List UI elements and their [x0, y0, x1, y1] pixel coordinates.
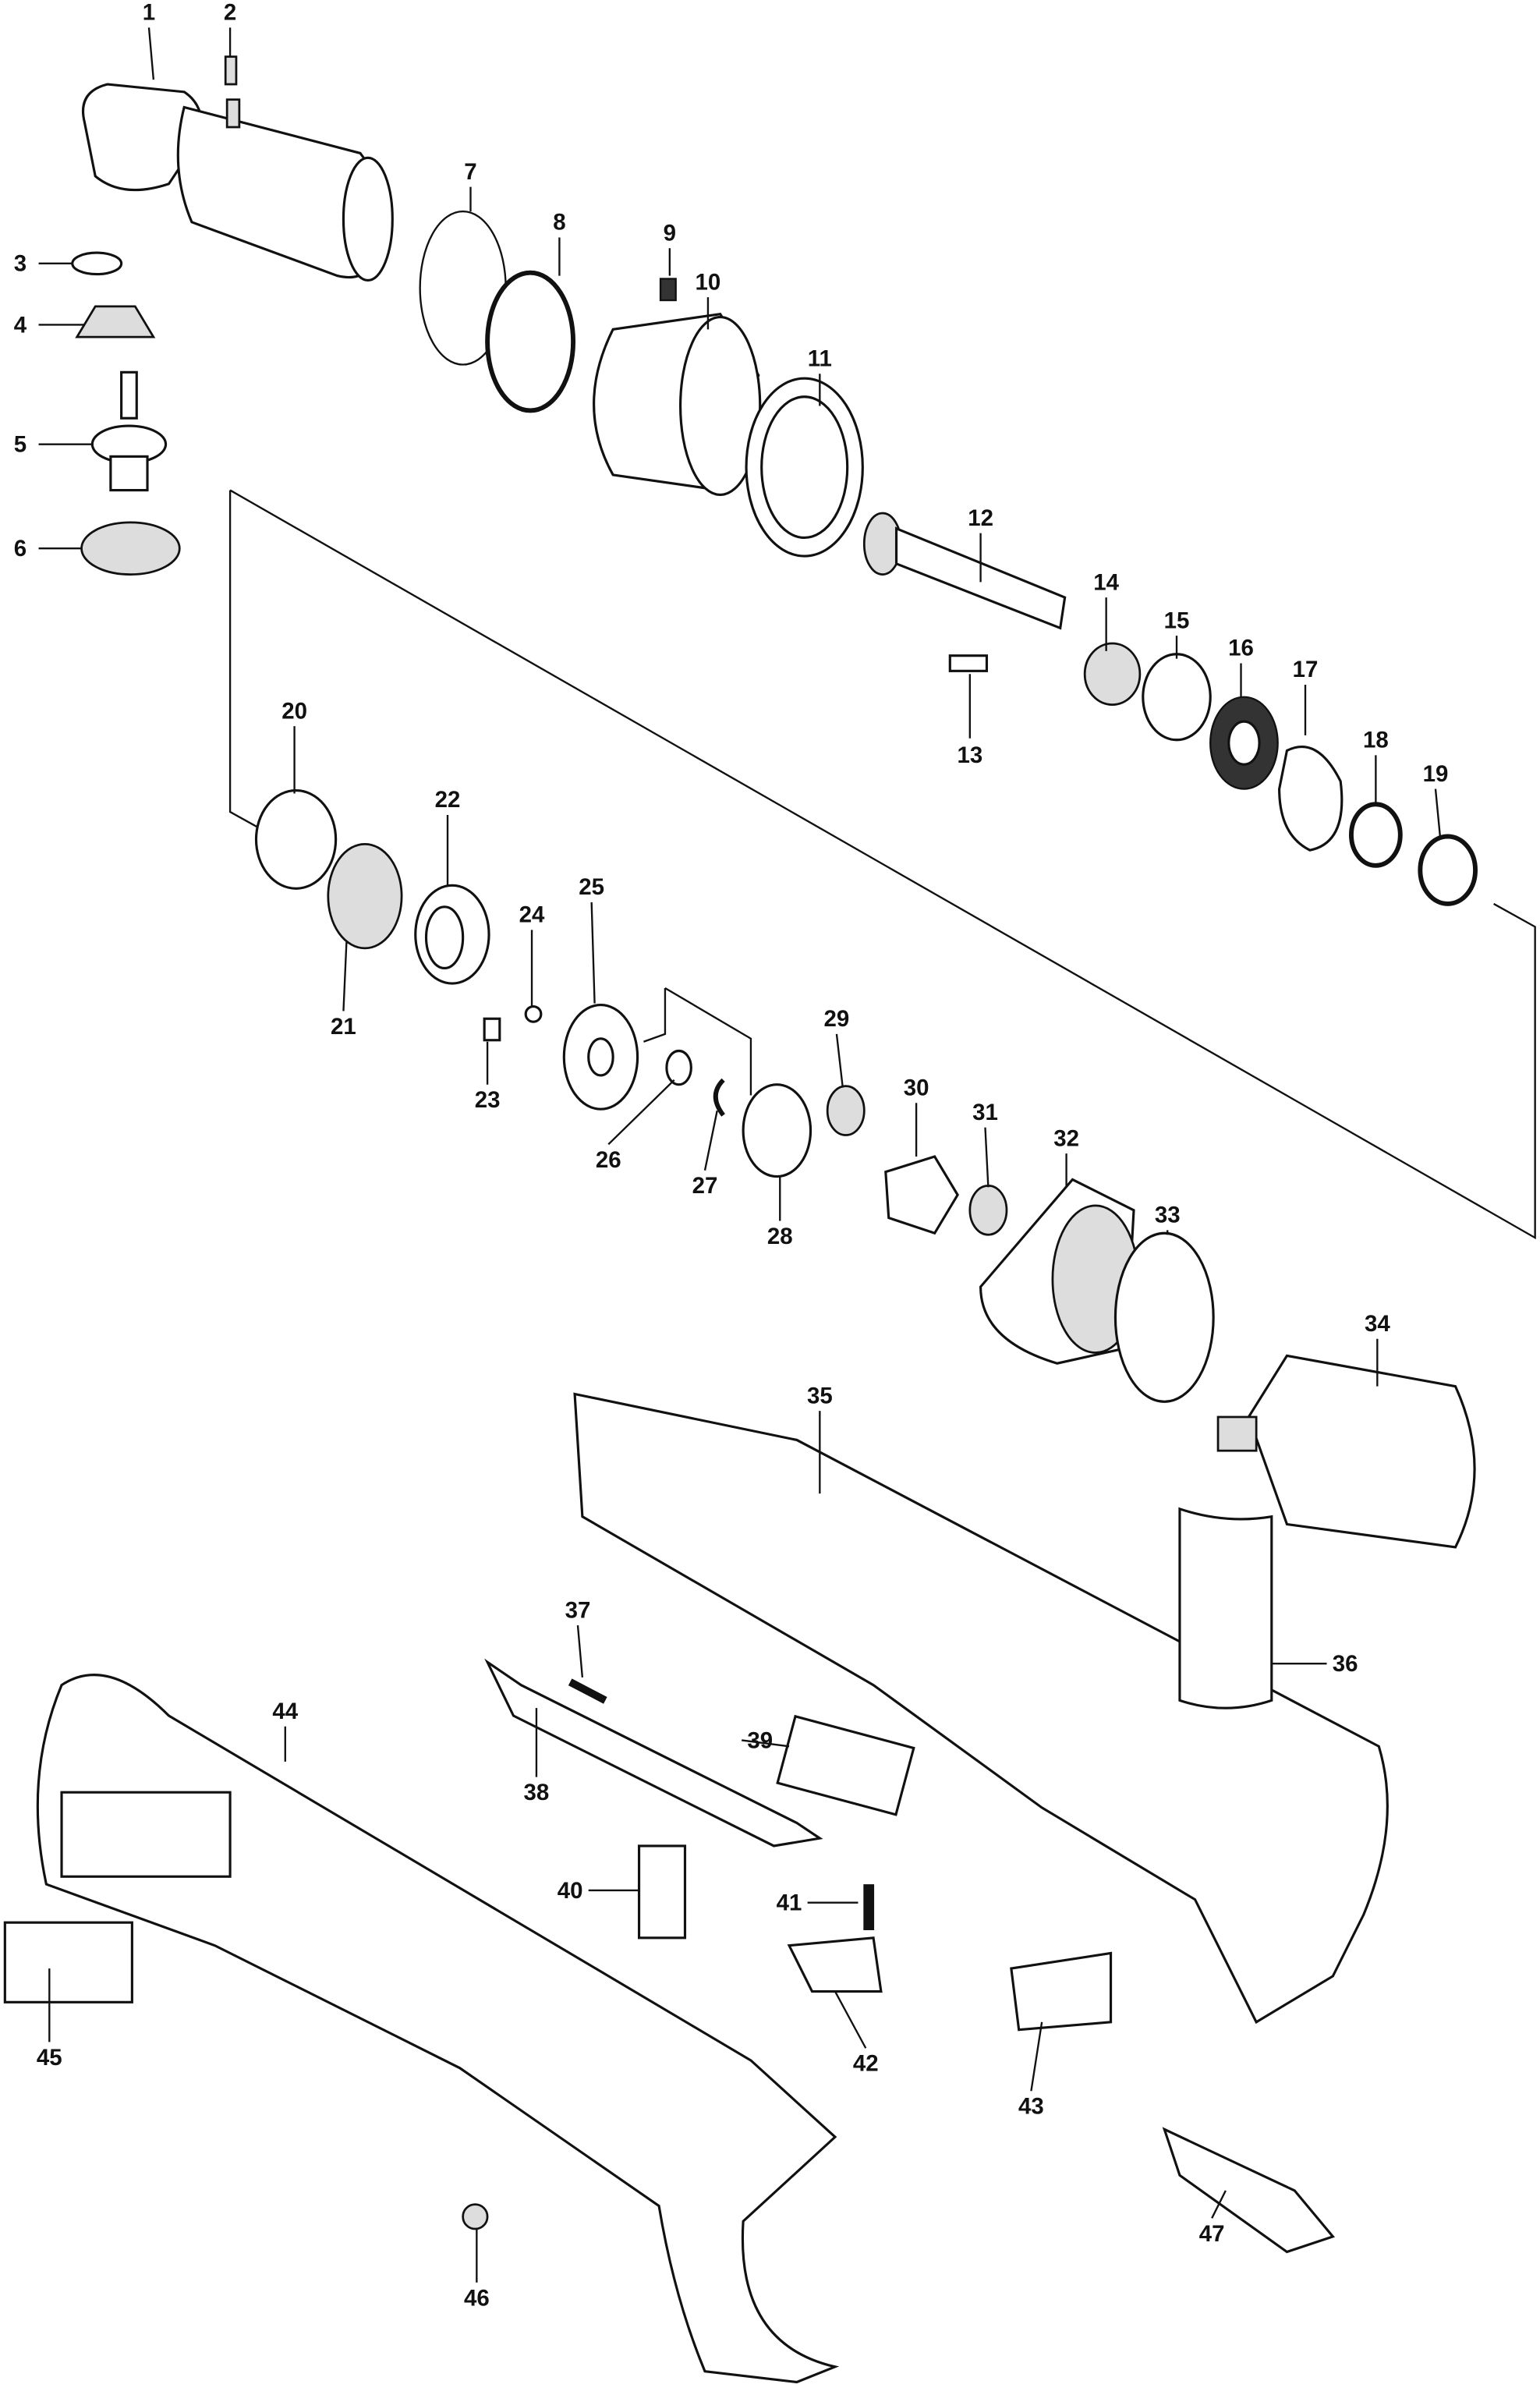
- part-16-ball-bearing-inner: [1227, 720, 1261, 766]
- part-39-switch: [776, 1714, 915, 1816]
- part-21-thrust-bearing: [327, 842, 403, 950]
- part-label-25: 25: [579, 874, 604, 900]
- part-label-39: 39: [747, 1727, 773, 1753]
- part-label-2: 2: [224, 0, 236, 26]
- part-47-clip: [1162, 2127, 1336, 2254]
- part-label-43: 43: [1018, 2094, 1044, 2120]
- part-31-gear: [968, 1184, 1008, 1236]
- part-38-lever: [484, 1658, 823, 1848]
- part-15-washer: [1142, 653, 1212, 742]
- part-label-4: 4: [14, 312, 27, 338]
- part-9-screw: [659, 278, 677, 302]
- part-label-45: 45: [37, 2045, 62, 2071]
- part-label-36: 36: [1333, 1651, 1358, 1677]
- part-43-terminal: [1010, 1951, 1113, 2032]
- part-label-27: 27: [692, 1173, 718, 1199]
- part-45-label: [3, 1921, 133, 2003]
- part-label-11: 11: [808, 345, 832, 371]
- part-label-18: 18: [1363, 728, 1389, 753]
- part-6-bearing: [80, 521, 181, 576]
- part-label-16: 16: [1228, 636, 1254, 661]
- part-label-35: 35: [807, 1383, 833, 1408]
- part-36-label: [1178, 1507, 1273, 1709]
- part-13-key: [948, 654, 989, 672]
- part-2-pin: [224, 55, 238, 86]
- part-label-29: 29: [824, 1006, 850, 1032]
- part-label-9: 9: [664, 220, 676, 246]
- part-10-collar: [593, 312, 762, 497]
- part-label-19: 19: [1423, 761, 1449, 787]
- part-30-carrier: [884, 1155, 959, 1235]
- part-label-46: 46: [464, 2285, 490, 2311]
- part-44-housing-half: [36, 1674, 840, 2384]
- assembly-bracket-line-small: [643, 987, 752, 1096]
- part-23-pin: [483, 1017, 501, 1042]
- part-33-washer: [1113, 1231, 1215, 1403]
- part-17-plate: [1278, 746, 1344, 852]
- assembly-bracket-line: [228, 489, 1536, 1240]
- part-8-ring: [485, 270, 576, 413]
- part-label-15: 15: [1164, 608, 1190, 633]
- part-20-washer: [254, 788, 338, 890]
- part-label-6: 6: [14, 536, 27, 562]
- part-labels: 1 2 3 4 5 6 7 8 9 10 11 12 13 14 15 16 1…: [14, 0, 1449, 2311]
- part-4-bevel-gear: [75, 305, 156, 338]
- part-25-carrier: [562, 1004, 639, 1111]
- part-35-housing-half: [573, 1392, 1389, 2025]
- part-label-14: 14: [1093, 569, 1119, 595]
- part-28-plate: [742, 1083, 812, 1178]
- part-label-24: 24: [519, 902, 545, 928]
- part-label-12: 12: [968, 505, 993, 531]
- part-40-switch: [637, 1844, 687, 1940]
- part-26-washer: [665, 1049, 692, 1086]
- part-label-38: 38: [524, 1780, 550, 1805]
- part-46-screw: [462, 2203, 489, 2230]
- part-label-1: 1: [143, 0, 155, 26]
- part-12-shaft: [862, 512, 1067, 630]
- part-14-needle-bearing: [1083, 642, 1142, 706]
- part-label-40: 40: [558, 1878, 583, 1904]
- part-label-5: 5: [14, 431, 27, 457]
- part-19-spring: [1418, 834, 1478, 906]
- part-label-28: 28: [767, 1224, 793, 1249]
- part-18-spring: [1349, 802, 1403, 868]
- part-3-ring: [71, 251, 123, 276]
- part-label-32: 32: [1053, 1125, 1079, 1151]
- part-34-motor: [1216, 1354, 1476, 1549]
- part-5-spindle: [90, 370, 168, 492]
- part-label-31: 31: [972, 1100, 998, 1125]
- part-24-ball: [524, 1004, 543, 1023]
- part-37-spring: [568, 1678, 607, 1704]
- part-42-button: [787, 1936, 883, 1993]
- part-11-sleeve: [745, 377, 864, 558]
- leader-lines: [38, 27, 1442, 2283]
- part-29-gear: [826, 1085, 866, 1136]
- part-label-30: 30: [904, 1075, 929, 1100]
- part-label-23: 23: [475, 1087, 501, 1113]
- part-1-angle-head: [81, 83, 394, 282]
- part-label-37: 37: [565, 1597, 591, 1623]
- part-label-34: 34: [1365, 1311, 1390, 1337]
- part-label-26: 26: [596, 1147, 621, 1173]
- part-label-47: 47: [1199, 2221, 1225, 2247]
- part-label-42: 42: [853, 2051, 879, 2077]
- part-label-7: 7: [464, 159, 476, 185]
- part-label-33: 33: [1155, 1203, 1181, 1228]
- part-label-20: 20: [281, 698, 307, 724]
- part-label-44: 44: [272, 1699, 298, 1724]
- part-label-41: 41: [777, 1890, 802, 1915]
- part-label-21: 21: [331, 1014, 356, 1040]
- part-27-clip: [713, 1078, 725, 1117]
- part-label-8: 8: [553, 210, 565, 236]
- part-label-10: 10: [696, 269, 721, 295]
- part-22-cam: [414, 884, 490, 985]
- part-label-17: 17: [1293, 657, 1319, 682]
- part-label-3: 3: [14, 251, 27, 277]
- part-label-22: 22: [435, 787, 461, 813]
- part-label-13: 13: [957, 742, 982, 768]
